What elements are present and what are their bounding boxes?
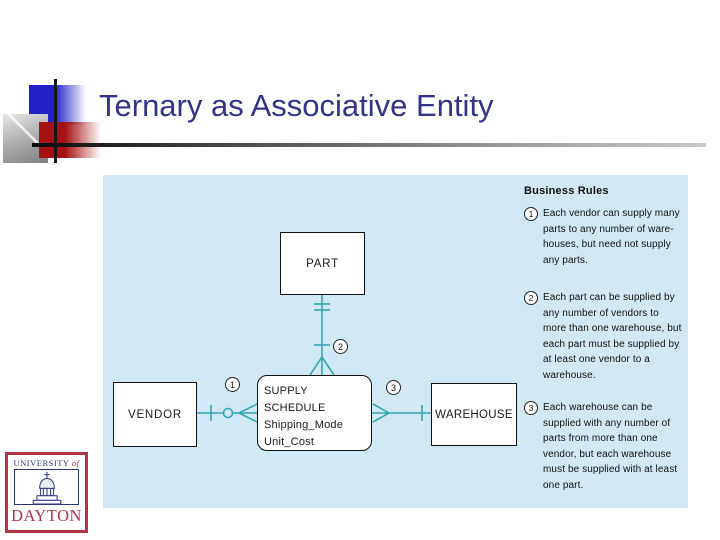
rule-3-number: 3 — [524, 401, 538, 415]
logo-university-text: UNIVERSITY — [13, 458, 70, 468]
vendor-supply-connector — [197, 403, 258, 423]
entity-part: PART — [280, 232, 365, 295]
business-rules-heading: Business Rules — [524, 185, 609, 197]
rule-2-number: 2 — [524, 291, 538, 305]
entity-supply-schedule-title: SUPPLY SCHEDULE — [264, 385, 326, 414]
logo-dayton-text: DAYTON — [11, 506, 82, 525]
rule-1-text: Each vendor can supply many parts to any… — [543, 208, 680, 266]
diagram-marker-3: 3 — [386, 380, 401, 395]
title-divider-rule — [32, 143, 706, 147]
business-rule-3: 3 Each warehouse can be supplied with an… — [524, 400, 677, 493]
page-title: Ternary as Associative Entity — [99, 88, 494, 123]
diagram-panel: PART VENDOR WAREHOUSE SUPPLY SCHEDULE Sh… — [103, 175, 688, 508]
supply-attribute-shipping-mode: Shipping_Mode — [264, 419, 344, 431]
decor-vertical-line — [54, 79, 57, 163]
rule-2-text: Each part can be supplied by any number … — [543, 292, 682, 381]
supply-attribute-unit-cost: Unit_Cost — [264, 436, 315, 448]
diagram-marker-2: 2 — [333, 339, 348, 354]
entity-supply-schedule: SUPPLY SCHEDULE Shipping_Mode Unit_Cost — [257, 375, 372, 451]
part-supply-connector — [309, 295, 335, 376]
entity-warehouse: WAREHOUSE — [431, 383, 517, 446]
business-rule-1: 1 Each vendor can supply many parts to a… — [524, 206, 680, 268]
entity-vendor-label: VENDOR — [127, 408, 182, 421]
entity-vendor: VENDOR — [113, 382, 197, 447]
rule-1-number: 1 — [524, 207, 538, 221]
dayton-chapel-icon — [32, 471, 61, 504]
logo-of-text: of — [71, 458, 80, 468]
decor-red-square — [39, 122, 101, 158]
entity-part-label: PART — [306, 257, 339, 270]
diagram-marker-1: 1 — [225, 377, 240, 392]
logo-university-line: UNIVERSITY of — [8, 458, 85, 468]
supply-warehouse-connector — [372, 403, 431, 423]
business-rule-2: 2 Each part can be supplied by any numbe… — [524, 290, 681, 383]
logo-chapel-frame — [14, 469, 79, 505]
entity-warehouse-label: WAREHOUSE — [435, 408, 513, 421]
university-of-dayton-logo: UNIVERSITY of DAYTON — [5, 452, 88, 533]
rule-3-text: Each warehouse can be supplied with any … — [543, 402, 678, 491]
